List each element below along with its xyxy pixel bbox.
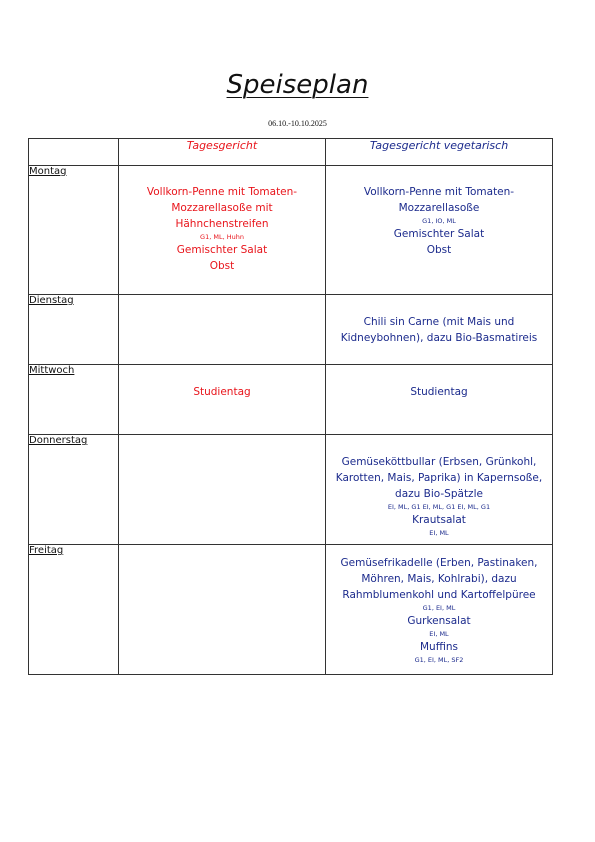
- allergen-codes: EI, ML: [429, 529, 449, 537]
- veg-dish-mittwoch: Studientag: [325, 364, 553, 435]
- dish-line: Rahmblumenkohl und Kartoffelpüree: [342, 589, 536, 601]
- table-header-row: Tagesgericht Tagesgericht vegetarisch: [28, 138, 553, 166]
- table-row-montag: Montag Vollkorn-Penne mit Tomaten- Mozza…: [28, 165, 553, 295]
- dish-line: Vollkorn-Penne mit Tomaten-: [146, 186, 298, 198]
- table-row-dienstag: Dienstag Chili sin Carne (mit Mais und K…: [28, 294, 553, 365]
- dish-line: Gemüsefrikadelle (Erben, Pastinaken,: [340, 557, 538, 569]
- allergen-codes: G1, EI, ML, SF2: [414, 656, 464, 664]
- allergen-codes: G1, IO, ML: [422, 217, 456, 225]
- main-dish-mittwoch: Studientag: [118, 364, 326, 435]
- dish-line: Mozzarellasoße mit: [171, 202, 273, 214]
- dish-line: dazu Bio-Spätzle: [395, 488, 483, 500]
- main-dish-montag: Vollkorn-Penne mit Tomaten- Mozzarellaso…: [118, 165, 326, 295]
- header-vegetarian-dish: Tagesgericht vegetarisch: [325, 138, 553, 166]
- dish-line: Chili sin Carne (mit Mais und: [363, 316, 515, 328]
- main-dish-dienstag: [118, 294, 326, 365]
- dish-line: Obst: [426, 244, 452, 256]
- dish-line: Vollkorn-Penne mit Tomaten-: [363, 186, 515, 198]
- table-row-freitag: Freitag Gemüsefrikadelle (Erben, Pastina…: [28, 544, 553, 675]
- day-label-montag: Montag: [28, 165, 119, 295]
- dish-line: Kidneybohnen), dazu Bio-Basmatireis: [340, 332, 538, 344]
- table-row-donnerstag: Donnerstag Gemüseköttbullar (Erbsen, Grü…: [28, 434, 553, 545]
- allergen-codes: EI, ML, G1 EI, ML, G1 EI, ML, G1: [387, 503, 491, 511]
- dish-line: Gemischter Salat: [393, 228, 485, 240]
- day-label-freitag: Freitag: [28, 544, 119, 675]
- dish-line: Gurkensalat: [407, 615, 471, 627]
- dish-line: Gemischter Salat: [176, 244, 268, 256]
- day-label-mittwoch: Mittwoch: [28, 364, 119, 435]
- header-main-dish: Tagesgericht: [118, 138, 326, 166]
- veg-dish-donnerstag: Gemüseköttbullar (Erbsen, Grünkohl, Karo…: [325, 434, 553, 545]
- main-dish-donnerstag: [118, 434, 326, 545]
- dish-line: Studientag: [410, 386, 468, 398]
- veg-dish-montag: Vollkorn-Penne mit Tomaten- Mozzarellaso…: [325, 165, 553, 295]
- menu-table: Tagesgericht Tagesgericht vegetarisch Mo…: [28, 138, 553, 675]
- main-dish-freitag: [118, 544, 326, 675]
- veg-dish-dienstag: Chili sin Carne (mit Mais und Kidneybohn…: [325, 294, 553, 365]
- dish-line: Gemüseköttbullar (Erbsen, Grünkohl,: [341, 456, 537, 468]
- allergen-codes: G1, ML, Huhn: [200, 233, 244, 241]
- table-row-mittwoch: Mittwoch Studientag Studientag: [28, 364, 553, 435]
- dish-line: Karotten, Mais, Paprika) in Kapernsoße,: [335, 472, 543, 484]
- dish-line: Muffins: [420, 641, 458, 653]
- date-range: 06.10.-10.10.2025: [268, 119, 327, 128]
- dish-line: Krautsalat: [412, 514, 466, 526]
- dish-line: Studientag: [193, 386, 251, 398]
- dish-line: Obst: [209, 260, 235, 272]
- dish-line: Mozzarellasoße: [398, 202, 480, 214]
- day-label-donnerstag: Donnerstag: [28, 434, 119, 545]
- page-title-text: Speiseplan: [226, 70, 369, 100]
- dish-line: Möhren, Mais, Kohlrabi), dazu: [361, 573, 517, 585]
- day-label-dienstag: Dienstag: [28, 294, 119, 365]
- page-title: Speiseplan: [0, 70, 595, 100]
- allergen-codes: G1, EI, ML: [422, 604, 456, 612]
- dish-line: Hähnchenstreifen: [175, 218, 269, 230]
- veg-dish-freitag: Gemüsefrikadelle (Erben, Pastinaken, Möh…: [325, 544, 553, 675]
- header-day-cell: [28, 138, 119, 166]
- allergen-codes: EI, ML: [429, 630, 449, 638]
